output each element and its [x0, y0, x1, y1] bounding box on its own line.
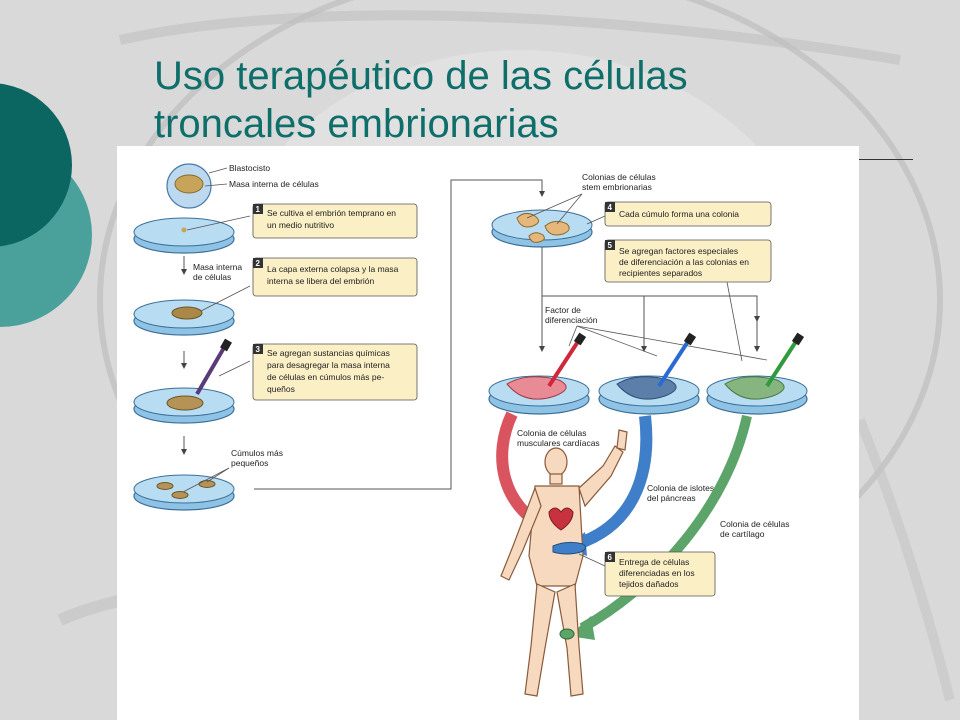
step-2-box: 2 La capa externa colapsa y la masa inte… [252, 257, 418, 297]
slide-title-line-2: troncales embrionarias [154, 102, 559, 146]
arrow-pancreas [575, 415, 653, 550]
blastocyst-icon [166, 163, 212, 209]
step-3-line-3: de células en cúmulos más pe- [267, 372, 384, 382]
dropper-blue-icon [657, 332, 697, 388]
step-6-line-3: tejidos dañados [619, 579, 679, 589]
label-clumps-b: pequeños [231, 458, 268, 468]
petri-dish-3 [133, 387, 235, 424]
petri-dish-4 [133, 474, 235, 511]
step-1-number: 1 [256, 205, 261, 214]
decor-circle-dark [0, 83, 72, 247]
step-6-line-1: Entrega de células [619, 557, 689, 567]
label-pancreas-b: del páncreas [647, 493, 696, 503]
label-clumps-a: Cúmulos más [231, 448, 283, 458]
petri-dish-pancreas [598, 375, 700, 415]
step-3-box: 3 Se agregan sustancias químicas para de… [252, 343, 418, 401]
step-1-line-2: un medio nutritivo [267, 220, 334, 230]
heart-icon [548, 507, 574, 531]
stem-cell-diagram: Blastocisto Masa interna de células 1 Se… [117, 146, 859, 720]
step-3-line-2: para desagregar la masa interna [267, 360, 390, 370]
step-3-line-4: queños [267, 384, 295, 394]
label-inner-mass-2b: de células [193, 272, 231, 282]
label-pancreas-a: Colonia de islotes [647, 483, 714, 493]
step-4-number: 4 [608, 203, 613, 212]
step-1-line-1: Se cultiva el embrión temprano en [267, 208, 396, 218]
label-blastocyst: Blastocisto [229, 163, 270, 173]
label-inner-mass: Masa interna de células [229, 179, 319, 189]
dropper-green-icon [765, 332, 805, 388]
step-5-line-1: Se agregan factores especiales [619, 246, 738, 256]
label-colonies-b: stem embrionarias [582, 182, 652, 192]
dropper-red-icon [547, 332, 587, 388]
flow-connectors [181, 179, 760, 490]
step-2-line-2: interna se libera del embrión [267, 276, 375, 286]
step-4-line-1: Cada cúmulo forma una colonia [619, 209, 739, 219]
step-2-line-1: La capa externa colapsa y la masa [267, 264, 399, 274]
step-6-number: 6 [608, 553, 613, 562]
step-4-box: 4 Cada cúmulo forma una colonia [604, 201, 772, 227]
label-cartilage-b: de cartílago [720, 529, 765, 539]
label-inner-mass-2a: Masa interna [193, 262, 242, 272]
step-5-number: 5 [608, 241, 613, 250]
diagram-canvas: Blastocisto Masa interna de células 1 Se… [133, 163, 808, 697]
label-cardiac-b: musculares cardíacas [517, 438, 600, 448]
petri-dish-1 [133, 217, 235, 254]
label-cartilage-a: Colonia de células [720, 519, 789, 529]
step-6-box: 6 Entrega de células diferenciadas en lo… [604, 551, 716, 597]
title-underline [858, 159, 913, 160]
petri-dish-cartilage [706, 375, 808, 415]
label-factor-b: diferenciación [545, 315, 598, 325]
step-1-box: 1 Se cultiva el embrión temprano en un m… [252, 203, 418, 239]
slide-title-line-1: Uso terapéutico de las células [154, 54, 688, 98]
label-colonies-a: Colonias de células [582, 172, 656, 182]
dropper-icon [195, 338, 232, 396]
petri-dish-2 [133, 299, 235, 336]
step-6-line-2: diferenciadas en los [619, 568, 695, 578]
arrow-cartilage [579, 414, 752, 633]
petri-dish-cardiac [488, 375, 590, 415]
step-5-line-3: recipientes separados [619, 268, 702, 278]
pancreas-icon [552, 541, 587, 555]
step-3-line-1: Se agregan sustancias químicas [267, 348, 390, 358]
step-5-line-2: de diferenciación a las colonias en [619, 257, 749, 267]
label-cardiac-a: Colonia de células [517, 428, 586, 438]
step-5-box: 5 Se agregan factores especiales de dife… [604, 239, 772, 283]
petri-dish-colonies [491, 209, 593, 248]
knee-cartilage-icon [559, 628, 575, 640]
step-3-number: 3 [256, 345, 261, 354]
label-factor-a: Factor de [545, 305, 581, 315]
slide-title: Uso terapéutico de las células troncales… [154, 52, 874, 148]
step-2-number: 2 [256, 259, 261, 268]
